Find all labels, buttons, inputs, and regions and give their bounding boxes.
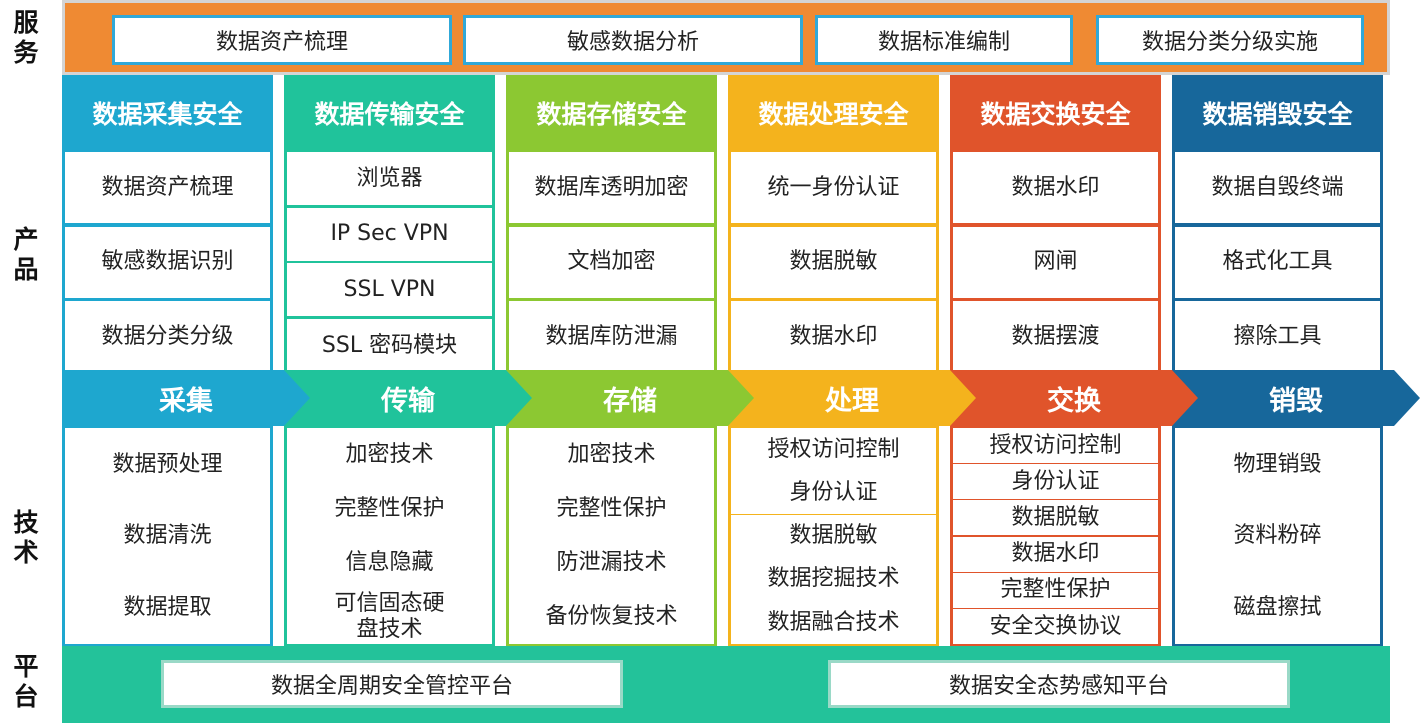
column-header: 数据采集安全 [92, 99, 243, 129]
tech-item: 数据脱敏 [731, 514, 936, 558]
stage-arrow: 交换 [950, 370, 1198, 426]
stage-arrow: 处理 [728, 370, 976, 426]
tech-item: 数据清洗 [65, 499, 270, 573]
tech-item: 信息隐藏 [287, 536, 492, 590]
column: 数据销毁安全数据自毁终端格式化工具擦除工具物理销毁资料粉碎磁盘擦拭 [1172, 75, 1383, 646]
tech-item: 加密技术 [509, 428, 714, 482]
product-item: 统一身份认证 [731, 152, 936, 223]
platform-band: 数据全周期安全管控平台 数据安全态势感知平台 [62, 646, 1390, 723]
tech-item: 完整性保护 [509, 482, 714, 536]
product-item: 数据水印 [731, 301, 936, 372]
tech-item: 数据提取 [65, 571, 270, 644]
column-header: 数据处理安全 [758, 99, 909, 129]
column: 数据采集安全数据资产梳理敏感数据识别数据分类分级数据预处理数据清洗数据提取 [62, 75, 273, 646]
stage-arrow: 采集 [62, 370, 310, 426]
product-item: 浏览器 [287, 152, 492, 205]
product-item: 数据分类分级 [65, 301, 270, 372]
tech-item: 可信固态硬盘技术 [287, 590, 492, 644]
stage-arrow: 销毁 [1172, 370, 1420, 426]
product-item: 数据库透明加密 [509, 152, 714, 223]
product-item: 数据摆渡 [953, 301, 1158, 372]
tech-item: 防泄漏技术 [509, 536, 714, 590]
tech-item: 身份认证 [953, 464, 1158, 500]
tech-item: 加密技术 [287, 428, 492, 482]
product-item: 数据水印 [953, 152, 1158, 223]
tech-item: 数据预处理 [65, 428, 270, 501]
stage-arrow: 存储 [506, 370, 754, 426]
product-item: 数据库防泄漏 [509, 301, 714, 372]
product-item: 数据脱敏 [731, 226, 936, 298]
product-item: 格式化工具 [1175, 226, 1380, 298]
product-item: 网闸 [953, 226, 1158, 298]
tech-item: 完整性保护 [287, 482, 492, 536]
tech-item: 数据脱敏 [953, 500, 1158, 536]
column-header: 数据交换安全 [980, 99, 1131, 129]
platform-item: 数据全周期安全管控平台 [161, 660, 623, 708]
platform-item: 数据安全态势感知平台 [828, 660, 1290, 708]
platform-label: 平 台 [13, 652, 39, 711]
product-item: 文档加密 [509, 226, 714, 298]
service-label: 服 务 [13, 8, 39, 67]
tech-item: 授权访问控制 [731, 428, 936, 471]
product-label: 产 品 [13, 225, 39, 284]
tech-item: 磁盘擦拭 [1175, 571, 1380, 644]
product-item: 擦除工具 [1175, 301, 1380, 372]
service-item: 数据分类分级实施 [1096, 15, 1364, 65]
tech-item: 安全交换协议 [953, 609, 1158, 644]
service-item: 数据标准编制 [815, 15, 1073, 65]
stage-arrow-row: 采集传输存储处理交换销毁 [62, 370, 1422, 426]
product-item: SSL 密码模块 [287, 319, 492, 372]
column-header: 数据传输安全 [314, 99, 465, 129]
tech-item: 身份认证 [731, 471, 936, 515]
product-item: SSL VPN [287, 263, 492, 317]
tech-item: 物理销毁 [1175, 428, 1380, 501]
tech-item: 数据水印 [953, 536, 1158, 572]
tech-item: 授权访问控制 [953, 428, 1158, 463]
tech-item: 数据融合技术 [731, 601, 936, 644]
tech-item: 备份恢复技术 [509, 590, 714, 644]
product-item: 数据自毁终端 [1175, 152, 1380, 223]
product-item: 数据资产梳理 [65, 152, 270, 223]
stage-arrow: 传输 [284, 370, 532, 426]
column-header: 数据销毁安全 [1202, 99, 1353, 129]
tech-label: 技 术 [13, 508, 39, 567]
column: 数据交换安全数据水印网闸数据摆渡授权访问控制身份认证数据脱敏数据水印完整性保护安… [950, 75, 1161, 646]
column: 数据处理安全统一身份认证数据脱敏数据水印授权访问控制身份认证数据脱敏数据挖掘技术… [728, 75, 939, 646]
tech-item: 完整性保护 [953, 572, 1158, 608]
tech-item: 资料粉碎 [1175, 499, 1380, 573]
product-item: 敏感数据识别 [65, 226, 270, 298]
service-band: 数据资产梳理 敏感数据分析 数据标准编制 数据分类分级实施 [62, 0, 1390, 75]
column-header: 数据存储安全 [536, 99, 687, 129]
tech-item: 数据挖掘技术 [731, 557, 936, 601]
product-item: IP Sec VPN [287, 207, 492, 261]
column: 数据存储安全数据库透明加密文档加密数据库防泄漏加密技术完整性保护防泄漏技术备份恢… [506, 75, 717, 646]
service-item: 数据资产梳理 [112, 15, 452, 65]
service-item: 敏感数据分析 [463, 15, 803, 65]
